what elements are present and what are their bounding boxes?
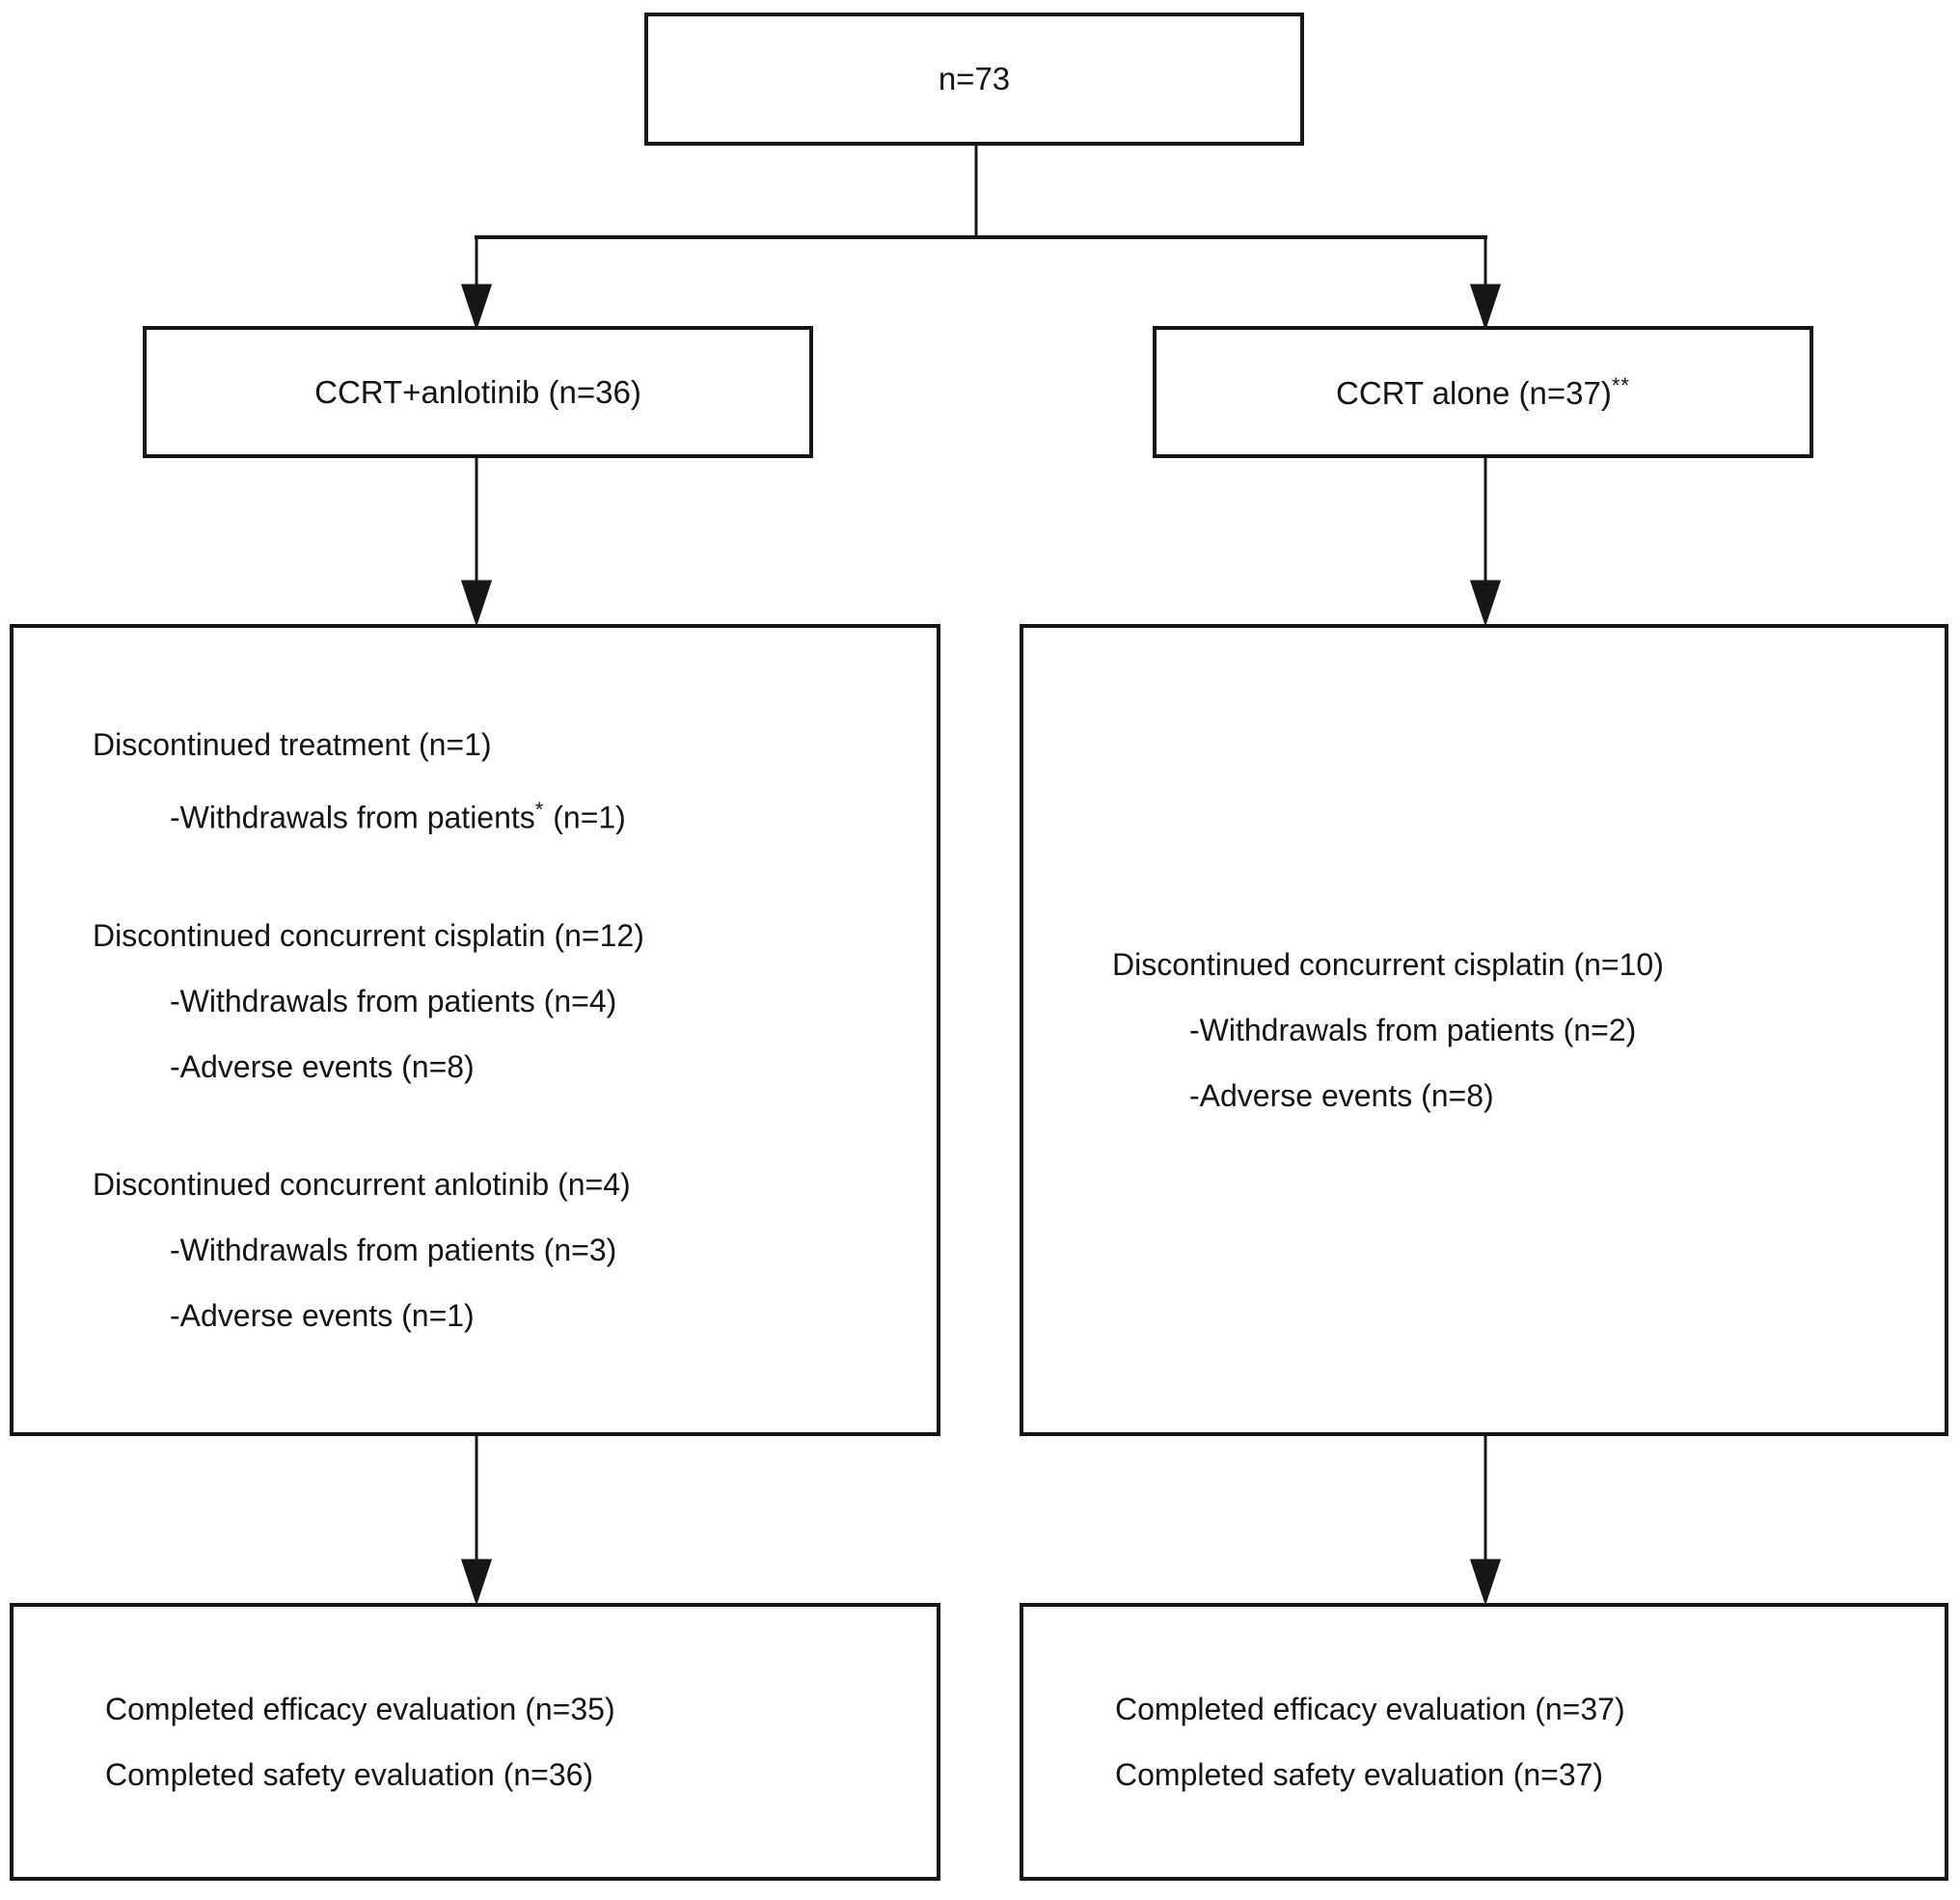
dropout-right-content: Discontinued concurrent cisplatin (n=10)… [1112,932,1945,1128]
arm-label-ccrt-alone-text: CCRT alone (n=37) [1336,374,1612,411]
completed-efficacy-line: Completed efficacy evaluation (n=37) [1115,1692,1625,1726]
arm-label-ccrt-alone: CCRT alone (n=37)** [1336,373,1630,412]
dropout-group-cisplatin: Discontinued concurrent cisplatin (n=12)… [93,903,937,1099]
arrow-down-icon [460,1559,493,1606]
dropout-subitem: -Withdrawals from patients (n=2) [1189,1013,1637,1047]
completed-safety-line: Completed safety evaluation (n=36) [105,1757,594,1792]
dropout-box-right: Discontinued concurrent cisplatin (n=10)… [1020,624,1948,1436]
completed-safety-line: Completed safety evaluation (n=37) [1115,1757,1604,1792]
completed-box-right: Completed efficacy evaluation (n=37) Com… [1020,1603,1948,1881]
total-enrolled-label: n=73 [938,61,1011,96]
arrow-down-icon [1469,1559,1502,1606]
arm-box-ccrt-anlotinib: CCRT+anlotinib (n=36) [143,326,813,458]
completed-efficacy-line: Completed efficacy evaluation (n=35) [105,1692,615,1726]
dropout-group-treatment: Discontinued treatment (n=1) -Withdrawal… [93,712,937,851]
dropout-subitem: -Adverse events (n=8) [1189,1078,1494,1113]
dropout-group-cisplatin: Discontinued concurrent cisplatin (n=10)… [1112,932,1945,1128]
dropout-head: Discontinued concurrent cisplatin (n=10) [1112,947,1664,982]
asterisk-footnote-marker: * [534,798,545,823]
dropout-left-content: Discontinued treatment (n=1) -Withdrawal… [93,712,937,1348]
arrow-down-icon [1469,580,1502,627]
dropout-head: Discontinued concurrent cisplatin (n=12) [93,917,644,953]
arm-label-ccrt-anlotinib: CCRT+anlotinib (n=36) [314,373,641,410]
dropout-subitem: -Withdrawals from patients (n=4) [170,983,617,1018]
arm-box-ccrt-alone: CCRT alone (n=37)** [1153,326,1813,458]
arrow-down-icon [1469,284,1502,331]
dropout-subitem-text: -Withdrawals from patients [170,800,535,835]
completed-left-content: Completed efficacy evaluation (n=35) Com… [105,1676,937,1807]
arrow-down-icon [460,284,493,331]
dropout-group-anlotinib: Discontinued concurrent anlotinib (n=4) … [93,1152,937,1348]
dropout-subitem: -Withdrawals from patients (n=3) [170,1232,617,1267]
total-enrolled-box: n=73 [644,13,1304,146]
completed-box-left: Completed efficacy evaluation (n=35) Com… [10,1603,940,1881]
arrow-down-icon [460,580,493,627]
dropout-head: Discontinued treatment (n=1) [93,727,492,763]
dropout-head: Discontinued concurrent anlotinib (n=4) [93,1166,631,1202]
completed-right-content: Completed efficacy evaluation (n=37) Com… [1115,1676,1945,1807]
dropout-box-left: Discontinued treatment (n=1) -Withdrawal… [10,624,940,1436]
dropout-subitem-count: (n=1) [544,800,626,835]
double-asterisk-footnote-marker: ** [1611,372,1630,397]
dropout-subitem: -Adverse events (n=1) [170,1297,475,1333]
dropout-subitem: -Withdrawals from patients* (n=1) [170,777,937,851]
dropout-subitem: -Adverse events (n=8) [170,1048,475,1084]
